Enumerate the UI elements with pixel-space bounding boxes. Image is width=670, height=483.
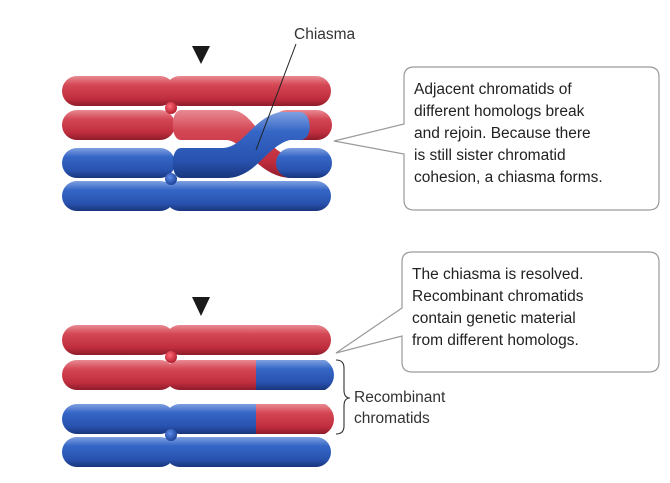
callout-text-bottom: The chiasma is resolved. Recombinant chr…: [412, 264, 583, 352]
recombinant-label-line1: Recombinant: [354, 389, 446, 406]
arrowhead-marker-bottom: [192, 297, 210, 316]
centromere-red-top: [165, 102, 177, 114]
recombinant-brace: [335, 359, 351, 435]
callout-bottom-line: The chiasma is resolved.: [412, 266, 584, 283]
recombinant-chromatid-blue: [62, 404, 334, 434]
callout-text-top: Adjacent chromatids of different homolog…: [414, 79, 603, 189]
red-chromatid-top-1: [62, 76, 331, 106]
callout-top-line: different homologs break: [414, 103, 585, 120]
recombinant-label-line2: chromatids: [354, 410, 430, 427]
centromere-red-bottom: [165, 351, 177, 363]
top-panel: [62, 43, 660, 211]
callout-top-line: Adjacent chromatids of: [414, 81, 572, 98]
blue-chromatid-top-1: [62, 112, 332, 178]
chiasma-pointer-line: [255, 43, 297, 151]
recombinant-chromatid-red: [62, 360, 334, 390]
callout-bubble-top: [333, 66, 660, 211]
callout-bottom-line: Recombinant chromatids: [412, 288, 584, 305]
bottom-panel: [62, 251, 660, 467]
centromere-blue-bottom: [165, 429, 177, 441]
callout-bottom-line: contain genetic material: [412, 310, 576, 327]
arrowhead-marker-top: [192, 46, 210, 64]
callout-top-line: and rejoin. Because there: [414, 125, 591, 142]
blue-chromatid-top-2: [62, 181, 331, 211]
chiasma-label: Chiasma: [294, 26, 356, 43]
callout-bubble-bottom: [335, 251, 660, 373]
red-chromatid-bottom-1: [62, 325, 331, 355]
centromere-blue-top: [165, 173, 177, 185]
recombinant-chromatids-label: Recombinant chromatids: [354, 387, 445, 429]
callout-bottom-line: from different homologs.: [412, 332, 579, 349]
blue-chromatid-bottom-2: [62, 437, 331, 467]
callout-top-line: is still sister chromatid: [414, 147, 566, 164]
callout-top-line: cohesion, a chiasma forms.: [414, 169, 603, 186]
